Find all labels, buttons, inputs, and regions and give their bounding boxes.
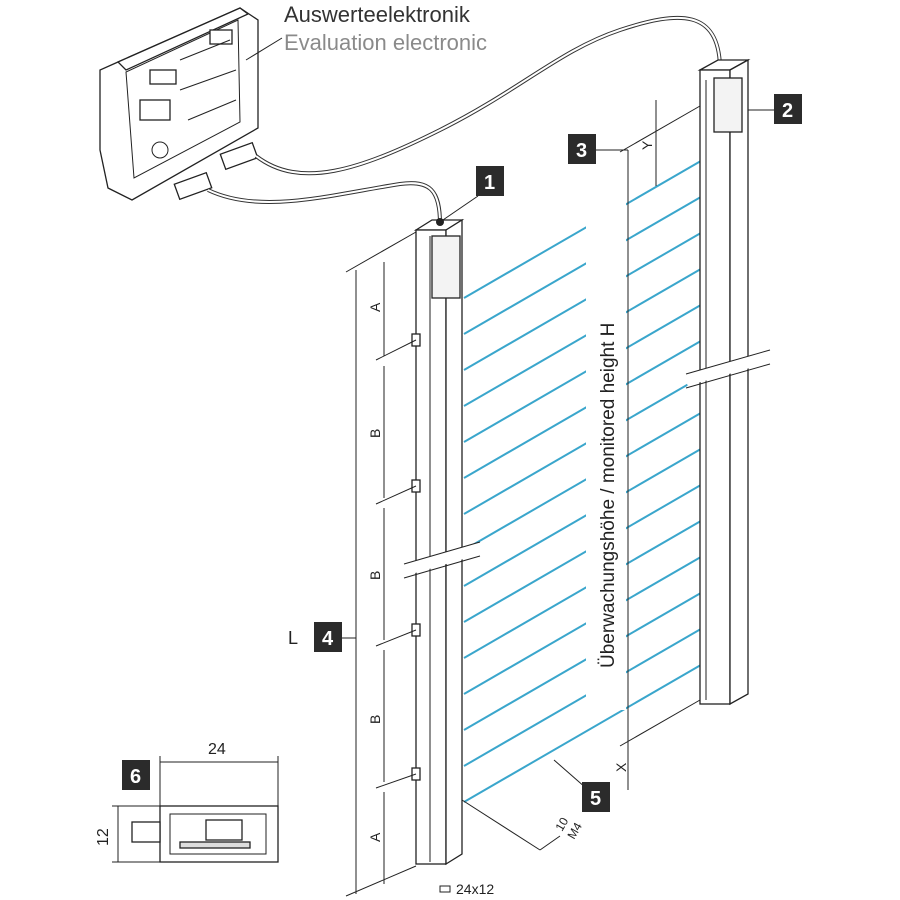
evaluation-electronic-unit (99, 7, 283, 201)
callout-6-label: 6 (130, 766, 141, 788)
receiver-column (684, 58, 772, 706)
callout-4-label: 4 (322, 628, 334, 650)
title-english: Evaluation electronic (284, 30, 487, 55)
dim-label-b-2: B (367, 571, 383, 580)
callout-4: 4 (314, 622, 356, 652)
profile-dimension: 24x12 (439, 881, 494, 897)
callout-6: 6 (122, 760, 150, 790)
thread-size-label: 10 (552, 815, 571, 834)
dim-label-a-bottom: A (367, 832, 383, 842)
transmitter-column (402, 218, 482, 866)
dimension-lines (345, 100, 701, 897)
dim-label-y: Y (639, 140, 655, 150)
cross-section-detail (112, 756, 279, 863)
cross-section-height: 12 (95, 828, 112, 846)
callout-2-label: 2 (782, 100, 793, 122)
cable-to-transmitter (207, 181, 442, 225)
dim-label-b-1: B (367, 429, 383, 438)
callout-3: 3 (568, 134, 628, 164)
title-german: Auswerteelektronik (284, 2, 471, 27)
callout-3-label: 3 (576, 140, 587, 162)
dim-label-b-3: B (367, 715, 383, 724)
dim-label-l: L (288, 628, 298, 648)
callout-1: 1 (436, 166, 504, 226)
light-beams (463, 157, 707, 803)
callout-1-label: 1 (484, 172, 495, 194)
cross-section-width: 24 (208, 741, 226, 758)
callout-2: 2 (748, 94, 802, 124)
dim-label-a-top: A (367, 302, 383, 312)
profile-label: 24x12 (456, 881, 494, 897)
monitored-height-label: Überwachungshöhe / monitored height H (598, 323, 619, 668)
callout-5: 5 (553, 759, 610, 812)
callout-5-label: 5 (590, 788, 601, 810)
dim-label-x: X (613, 762, 629, 772)
